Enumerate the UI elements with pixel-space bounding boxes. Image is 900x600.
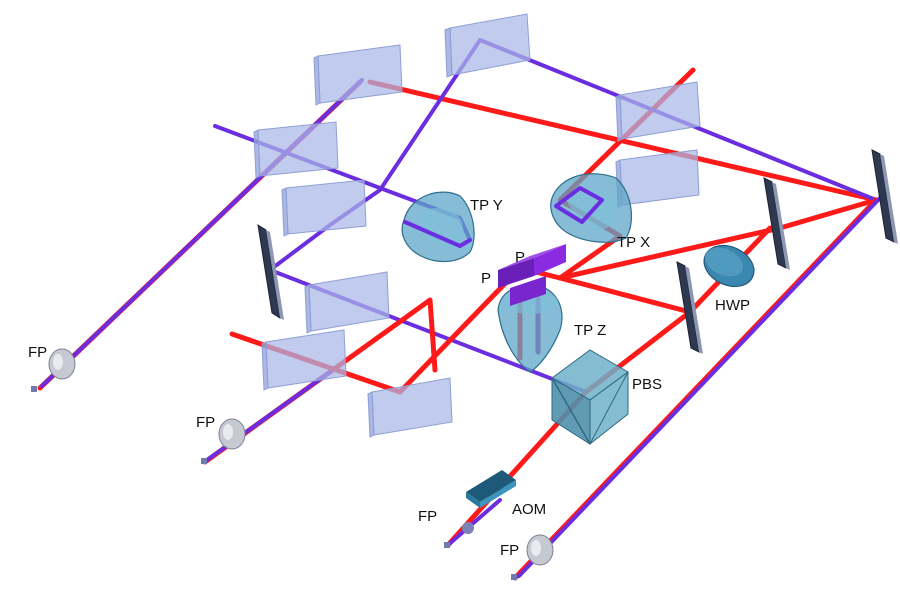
- plate-left-upper: [253, 121, 339, 179]
- hwp-element: [703, 244, 755, 288]
- glass-plates: [253, 13, 701, 438]
- label-fp-2: FP: [196, 414, 215, 431]
- mirror-right-far: [871, 149, 898, 244]
- label-pbs: PBS: [632, 376, 662, 393]
- label-p-left: P: [481, 270, 491, 287]
- label-tp-z: TP Z: [574, 322, 606, 339]
- label-fp-1: FP: [28, 344, 47, 361]
- label-hwp: HWP: [715, 297, 750, 314]
- labels: TP Y TP X TP Z P P HWP PBS AOM FP FP FP …: [28, 197, 750, 559]
- fiber-port-2: [201, 418, 246, 464]
- mirrors: [257, 149, 898, 354]
- tp-x-element: [550, 173, 633, 243]
- fiber-port-3: [444, 522, 474, 548]
- plate-top-left: [313, 44, 403, 106]
- blue-beam-aom: [446, 498, 502, 547]
- mirror-left: [257, 223, 284, 320]
- mirror-hwp-side: [676, 261, 703, 354]
- pbs-cube: [551, 349, 629, 446]
- plate-left-lower: [304, 271, 390, 334]
- plate-left-mid: [281, 179, 367, 237]
- plate-left-bottom: [261, 329, 347, 391]
- tp-y-element: [401, 191, 475, 263]
- beam-paths: [37, 38, 882, 581]
- label-p-top: P: [515, 249, 525, 266]
- blue-beam-top-arc: [268, 38, 878, 272]
- prism-p: [498, 244, 566, 306]
- fiber-port-1: [31, 348, 76, 392]
- blue-beam-fp4: [517, 196, 882, 578]
- label-tp-x: TP X: [617, 234, 650, 251]
- fiber-port-4: [511, 534, 554, 580]
- label-fp-4: FP: [500, 542, 519, 559]
- mirror-right-mid: [763, 177, 790, 270]
- aom-element: [466, 470, 516, 508]
- label-fp-3: FP: [418, 508, 437, 525]
- plate-bottom-center: [367, 377, 453, 438]
- plate-top-center: [444, 13, 531, 78]
- label-tp-y: TP Y: [470, 197, 503, 214]
- plate-top-right: [615, 81, 701, 142]
- label-aom: AOM: [512, 501, 546, 518]
